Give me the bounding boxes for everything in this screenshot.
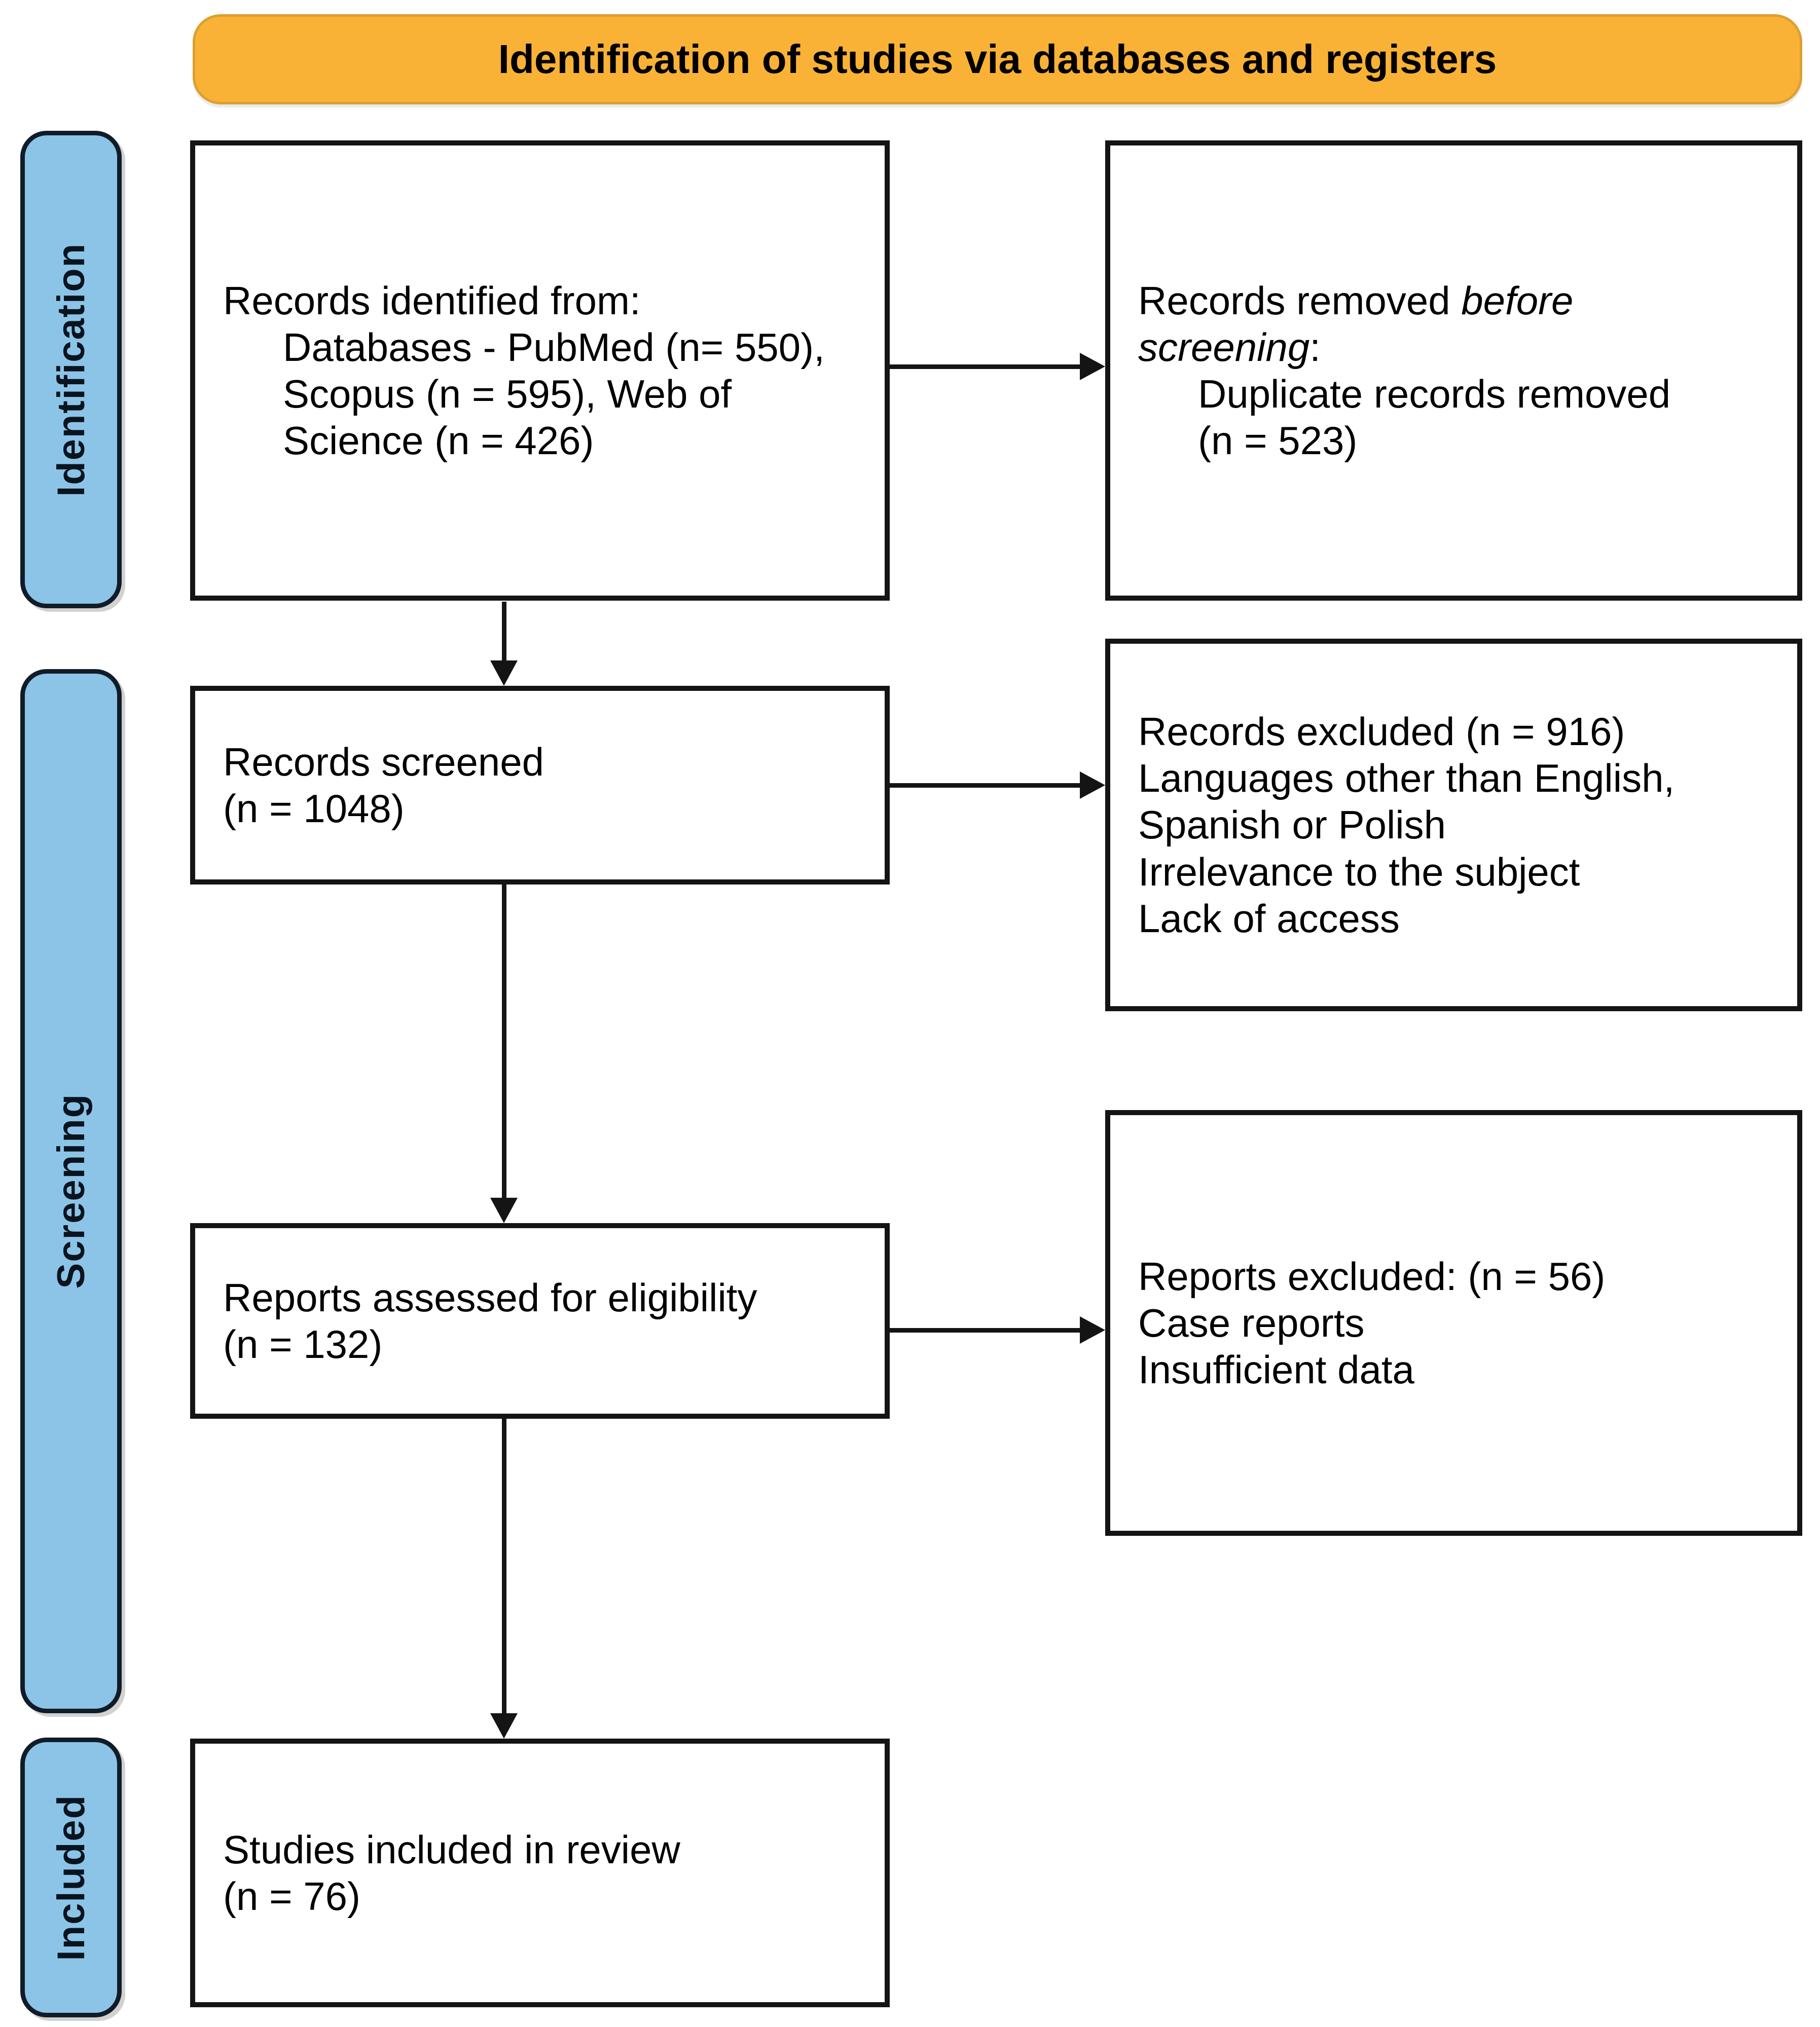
reports-assessed-count: (n = 132) — [223, 1322, 383, 1367]
records-identified-detail: Databases - PubMed (n= 550), — [283, 324, 825, 370]
box-reports-excluded: Reports excluded: (n = 56) Case reports … — [1105, 1110, 1802, 1536]
studies-included-line: Studies included in review — [223, 1827, 680, 1872]
arrow-screened-to-excluded-stem — [890, 783, 1082, 788]
records-removed-detail: (n = 523) — [1198, 418, 1358, 463]
arrow-identified-to-screened-stem — [502, 602, 506, 662]
records-excluded-line: Languages other than English, — [1138, 756, 1675, 801]
records-identified-detail: Scopus (n = 595), Web of — [283, 372, 732, 416]
records-removed-heading-line2: screening: — [1138, 324, 1782, 371]
records-removed-colon: : — [1309, 324, 1321, 370]
records-screened-count: (n = 1048) — [223, 786, 405, 831]
box-reports-assessed: Reports assessed for eligibility (n = 13… — [190, 1223, 890, 1419]
arrow-identified-to-removed-stem — [890, 364, 1082, 369]
records-removed-detail: Duplicate records removed — [1198, 372, 1671, 416]
arrow-identified-to-screened-head — [490, 660, 518, 686]
records-removed-heading-line1: Records removed before — [1138, 277, 1782, 324]
stage-bar-screening-label: Screening — [49, 1093, 93, 1289]
records-removed-italic-screening: screening — [1138, 324, 1310, 370]
records-excluded-line: Spanish or Polish — [1138, 802, 1446, 847]
arrow-assessed-to-included-head — [490, 1713, 518, 1739]
title-banner: Identification of studies via databases … — [193, 14, 1802, 104]
records-identified-detail: Science (n = 426) — [283, 418, 594, 463]
records-removed-pre: Records removed — [1138, 278, 1462, 323]
arrow-identified-to-removed-head — [1080, 353, 1105, 380]
title-banner-label: Identification of studies via databases … — [498, 36, 1497, 82]
box-studies-included: Studies included in review (n = 76) — [190, 1739, 890, 2007]
arrow-assessed-to-reports-excluded-stem — [890, 1328, 1082, 1333]
stage-bar-screening: Screening — [20, 669, 122, 1713]
records-excluded-line: Irrelevance to the subject — [1138, 849, 1580, 894]
records-excluded-line: Lack of access — [1138, 896, 1400, 941]
reports-excluded-line: Insufficient data — [1138, 1347, 1414, 1392]
box-records-excluded: Records excluded (n = 916) Languages oth… — [1105, 639, 1802, 1011]
arrow-assessed-to-reports-excluded-head — [1080, 1316, 1105, 1344]
stage-bar-identification-label: Identification — [49, 242, 93, 497]
arrow-screened-to-assessed-head — [490, 1198, 518, 1223]
stage-bar-included: Included — [20, 1738, 122, 2017]
stage-bar-included-label: Included — [49, 1794, 93, 1961]
box-records-removed: Records removed before screening: Duplic… — [1105, 140, 1802, 601]
records-identified-heading: Records identified from: — [223, 278, 641, 323]
records-excluded-line: Records excluded (n = 916) — [1138, 709, 1625, 754]
reports-excluded-line: Reports excluded: (n = 56) — [1138, 1254, 1606, 1299]
records-removed-italic-before: before — [1461, 278, 1574, 323]
stage-bar-identification: Identification — [20, 131, 122, 608]
reports-excluded-line: Case reports — [1138, 1300, 1365, 1345]
records-screened-line: Records screened — [223, 739, 544, 784]
studies-included-count: (n = 76) — [223, 1874, 360, 1919]
arrow-assessed-to-included-stem — [502, 1419, 506, 1714]
reports-assessed-line: Reports assessed for eligibility — [223, 1275, 757, 1320]
box-records-screened: Records screened (n = 1048) — [190, 686, 890, 884]
box-records-identified: Records identified from: Databases - Pub… — [190, 140, 890, 601]
arrow-screened-to-assessed-stem — [502, 884, 506, 1199]
arrow-screened-to-excluded-head — [1080, 771, 1105, 799]
